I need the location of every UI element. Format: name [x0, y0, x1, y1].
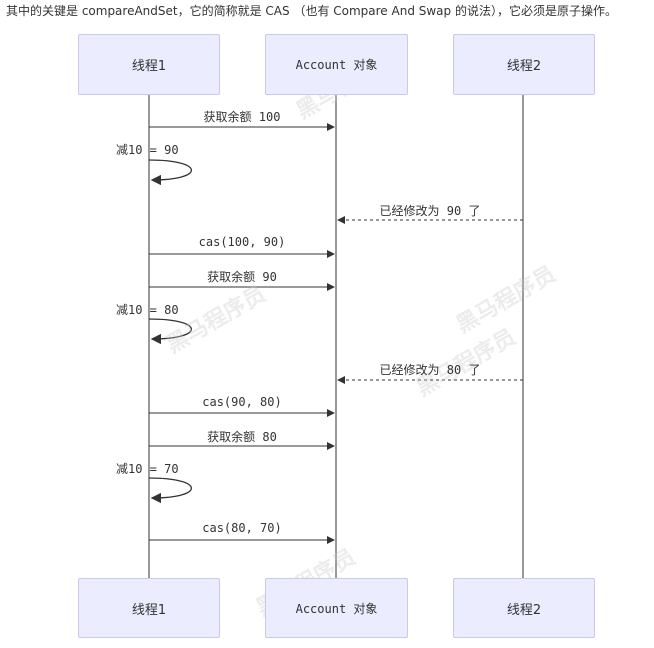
actor-thread1-top: 线程1: [78, 34, 220, 95]
message-label: 已经修改为 80 了: [379, 363, 481, 377]
actor-account-top: Account 对象: [265, 34, 408, 95]
actor-thread2-label: 线程2: [506, 59, 542, 74]
actor-thread2-label: 线程2: [506, 602, 542, 618]
actor-thread1-label: 线程1: [131, 602, 167, 618]
actor-thread1-label: 线程1: [131, 59, 167, 74]
self-message-label: 减10 = 70: [116, 462, 179, 476]
self-message-label: 减10 = 90: [116, 143, 179, 157]
actor-thread2-top: 线程2: [453, 34, 595, 95]
actor-account-label: Account 对象: [295, 601, 378, 616]
actor-account-label: Account 对象: [295, 58, 378, 72]
selfloop-m2: [148, 159, 193, 186]
actor-thread2-bottom: 线程2: [453, 578, 595, 638]
message-label: 获取余额 100: [203, 110, 281, 124]
message-label: 已经修改为 90 了: [379, 204, 481, 218]
actor-thread1-bottom: 线程1: [78, 578, 220, 638]
message-label: cas(80, 70): [202, 521, 282, 535]
message-label: 获取余额 90: [207, 270, 277, 284]
actor-account-bottom: Account 对象: [265, 578, 408, 638]
message-label: cas(90, 80): [202, 395, 282, 409]
intro-text: 其中的关键是 compareAndSet，它的简称就是 CAS （也有 Comp…: [6, 4, 617, 18]
selfloop-m10: [148, 477, 193, 504]
self-message-label: 减10 = 80: [116, 303, 179, 317]
message-label: 获取余额 80: [207, 430, 277, 444]
selfloop-m6: [148, 318, 193, 345]
message-label: cas(100, 90): [198, 235, 286, 249]
